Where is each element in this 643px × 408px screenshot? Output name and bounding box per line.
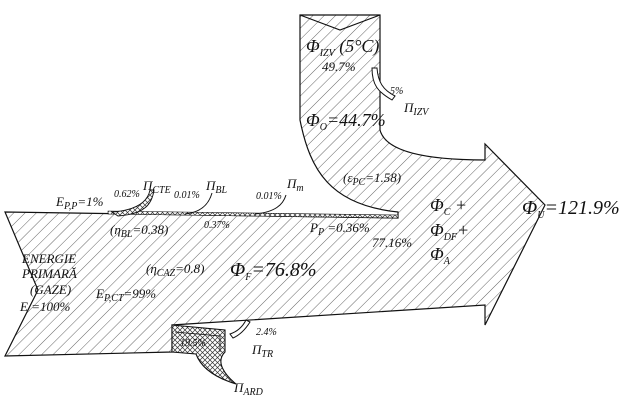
- label-phi-o: ΦO=44.7%: [306, 110, 386, 133]
- label-pct-24: 2.4%: [256, 327, 277, 338]
- thin-flow-cross: [107, 210, 399, 219]
- label-phi-u: ΦU=121.9%: [522, 197, 620, 221]
- label-pct-001b: 0.01%: [256, 191, 282, 202]
- label-eta-caz: (ηCAZ=0.8): [146, 261, 204, 279]
- label-pi-cte: ΠCTE: [142, 178, 171, 196]
- branch-cte: [110, 189, 155, 217]
- label-pi-bl: ΠBL: [205, 178, 227, 196]
- label-e-pp: EP,P=1%: [55, 194, 104, 212]
- label-pi-m: Πm: [286, 176, 304, 194]
- label-phi-a: ΦA: [430, 244, 451, 267]
- label-p-p: PP =0.36%: [309, 220, 370, 238]
- label-energie-3: (GAZE): [30, 282, 71, 297]
- label-phi-izv-pct: 49.7%: [322, 59, 356, 74]
- branch-bl: [184, 192, 213, 215]
- main-flow: [4, 14, 546, 357]
- branch-izv: [371, 67, 396, 101]
- label-eta-bl: (ηBL=0.38): [110, 222, 168, 240]
- label-pct-195: 19.5%: [180, 338, 206, 349]
- label-pi-izv-pct: 5%: [390, 86, 403, 97]
- label-phi-df: ΦDF+: [430, 220, 469, 243]
- label-phi-f: ΦF=76.8%: [230, 259, 317, 283]
- label-energie-4: E =100%: [19, 299, 70, 314]
- label-e-pct: EP,CT=99%: [95, 286, 156, 304]
- label-pi-izv: ΠIZV: [403, 100, 430, 118]
- label-energie-2: PRIMARĂ: [21, 266, 77, 281]
- branch-tr: [229, 319, 251, 339]
- label-phi-izv: ΦIZV (5°C): [306, 36, 379, 59]
- branch-ard-inner: [174, 331, 221, 352]
- label-phi-c: ΦC +: [430, 195, 467, 218]
- label-pct-7716: 77.16%: [372, 235, 412, 250]
- branch-m: [254, 194, 287, 215]
- izv-notch: [299, 14, 381, 31]
- label-pi-tr: ΠTR: [251, 342, 273, 360]
- label-pct-001a: 0.01%: [174, 190, 200, 201]
- label-pi-ard: ΠARD: [233, 380, 264, 398]
- branch-ard: [171, 324, 237, 385]
- label-pct-062: 0.62%: [114, 189, 140, 200]
- label-eps-pc: (εPC=1.58): [343, 170, 401, 188]
- label-pct-037: 0.37%: [204, 220, 230, 231]
- label-energie-1: ENERGIE: [21, 251, 76, 266]
